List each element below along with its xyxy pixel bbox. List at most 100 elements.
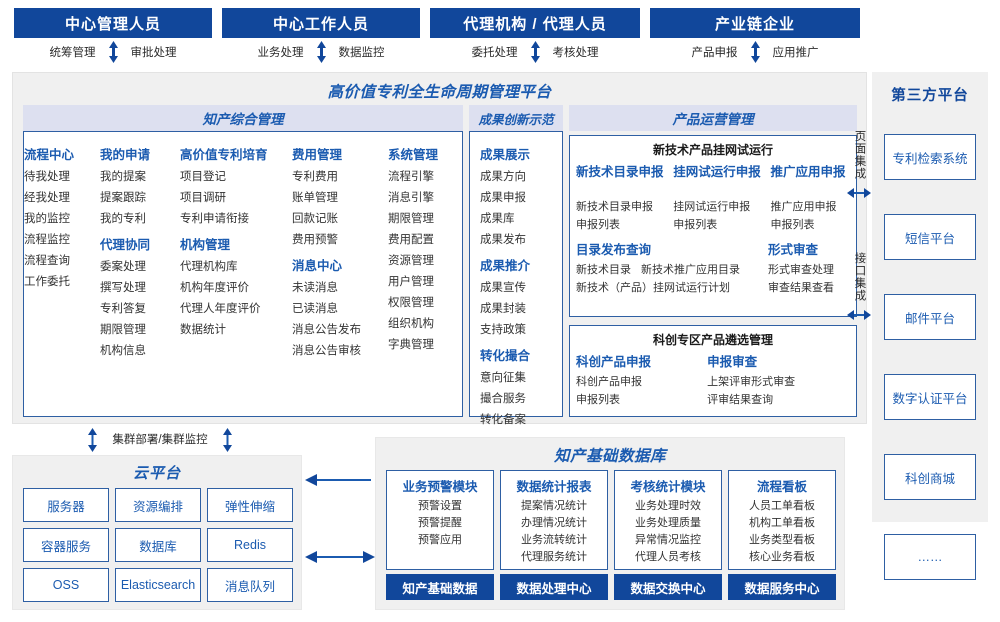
role-bar-0[interactable]: 中心管理人员 [14,8,212,38]
cloud-cell-8[interactable]: 消息队列 [207,568,293,602]
menu-item[interactable]: 我的监控 [24,213,70,225]
po-item[interactable]: 申报列表 [576,219,620,231]
third-party-item-5[interactable]: …… [884,534,976,580]
po-item[interactable]: 新技术推广应用目录 [641,264,740,276]
po-item[interactable]: 形式审查处理 [768,264,834,276]
cloud-cell-2[interactable]: 弹性伸缩 [207,488,293,522]
po-category[interactable]: 挂网试运行申报 [673,165,761,179]
cloud-cell-1[interactable]: 资源编排 [115,488,201,522]
menu-item[interactable]: 已读消息 [292,303,338,315]
menu-item[interactable]: 组织机构 [388,318,434,330]
cloud-cell-3[interactable]: 容器服务 [23,528,109,562]
po-item[interactable]: 科创产品申报 [576,376,642,388]
cloud-cell-6[interactable]: OSS [23,568,109,602]
menu-category[interactable]: 系统管理 [388,148,439,162]
database-module-item[interactable]: 代理服务统计 [521,551,587,563]
menu-item[interactable]: 项目调研 [180,192,226,204]
cloud-cell-7[interactable]: Elasticsearch [115,568,201,602]
menu-item[interactable]: 工作委托 [24,276,70,288]
po-item[interactable]: 评审结果查询 [707,394,774,406]
menu-category[interactable]: 成果推介 [480,259,531,273]
third-party-item-4[interactable]: 科创商城 [884,454,976,500]
menu-item[interactable]: 代理机构库 [180,261,238,273]
menu-item[interactable]: 回款记账 [292,213,338,225]
menu-item[interactable]: 经我处理 [24,192,70,204]
menu-item[interactable]: 数据统计 [180,324,226,336]
database-module-item[interactable]: 业务类型看板 [749,534,815,546]
menu-item[interactable]: 账单管理 [292,192,338,204]
po-item[interactable]: 上架评审形式审查 [707,376,796,388]
menu-item[interactable]: 用户管理 [388,276,434,288]
menu-item[interactable]: 意向征集 [480,372,526,384]
po-item[interactable]: 新技术（产品）挂网试运行计划 [576,282,730,294]
menu-item[interactable]: 消息引擎 [388,192,434,204]
menu-category[interactable]: 转化撮合 [480,349,531,363]
database-module-item[interactable]: 业务流转统计 [521,534,587,546]
menu-item[interactable]: 权限管理 [388,297,434,309]
role-bar-1[interactable]: 中心工作人员 [222,8,420,38]
po-item[interactable]: 新技术目录申报 [576,201,653,213]
po-item[interactable]: 挂网试运行申报 [673,201,751,213]
menu-item[interactable]: 费用预警 [292,234,338,246]
po-item[interactable]: 新技术目录 [576,264,631,276]
menu-item[interactable]: 机构年度评价 [180,282,249,294]
menu-category[interactable]: 代理协同 [100,238,151,252]
menu-item[interactable]: 专利费用 [292,171,338,183]
database-module-item[interactable]: 预警应用 [418,534,462,546]
menu-item[interactable]: 未读消息 [292,282,338,294]
third-party-item-2[interactable]: 邮件平台 [884,294,976,340]
database-module-item[interactable]: 办理情况统计 [521,517,587,529]
third-party-item-3[interactable]: 数字认证平台 [884,374,976,420]
database-footer-3[interactable]: 数据服务中心 [728,574,836,600]
database-module-item[interactable]: 核心业务看板 [749,551,815,563]
menu-item[interactable]: 成果宣传 [480,282,526,294]
menu-item[interactable]: 成果方向 [480,171,526,183]
po-item[interactable]: 申报列表 [673,219,718,231]
menu-item[interactable]: 机构信息 [100,345,146,357]
menu-item[interactable]: 期限管理 [100,324,146,336]
database-module-title[interactable]: 数据统计报表 [516,480,592,494]
third-party-item-0[interactable]: 专利检索系统 [884,134,976,180]
menu-item[interactable]: 资源管理 [388,255,434,267]
database-footer-1[interactable]: 数据处理中心 [500,574,608,600]
menu-item[interactable]: 撰写处理 [100,282,146,294]
menu-item[interactable]: 成果发布 [480,234,526,246]
database-module-item[interactable]: 机构工单看板 [749,517,815,529]
database-footer-0[interactable]: 知产基础数据 [386,574,494,600]
menu-item[interactable]: 费用配置 [388,234,434,246]
po-category[interactable]: 新技术目录申报 [576,165,664,179]
role-bar-3[interactable]: 产业链企业 [650,8,860,38]
menu-item[interactable]: 待我处理 [24,171,70,183]
menu-item[interactable]: 我的专利 [100,213,146,225]
menu-item[interactable]: 转化备案 [480,414,526,426]
menu-category[interactable]: 消息中心 [292,259,343,273]
cloud-cell-4[interactable]: 数据库 [115,528,201,562]
po-category[interactable]: 形式审查 [768,243,819,257]
menu-category[interactable]: 机构管理 [180,238,231,252]
menu-item[interactable]: 提案跟踪 [100,192,146,204]
database-module-item[interactable]: 预警设置 [418,500,462,512]
database-module-title[interactable]: 考核统计模块 [630,480,706,494]
po-item[interactable]: 申报列表 [770,219,815,231]
menu-category[interactable]: 成果展示 [480,148,531,162]
po-item[interactable]: 推广应用申报 [770,201,837,213]
menu-item[interactable]: 流程监控 [24,234,70,246]
po-category[interactable]: 推广应用申报 [770,165,846,179]
third-party-item-1[interactable]: 短信平台 [884,214,976,260]
database-module-item[interactable]: 预警提醒 [418,517,462,529]
menu-item[interactable]: 委案处理 [100,261,146,273]
menu-item[interactable]: 成果封装 [480,303,526,315]
database-module-item[interactable]: 提案情况统计 [521,500,587,512]
menu-item[interactable]: 撮合服务 [480,393,526,405]
database-module-item[interactable]: 人员工单看板 [749,500,815,512]
menu-item[interactable]: 专利答复 [100,303,146,315]
menu-item[interactable]: 成果申报 [480,192,526,204]
po-item[interactable]: 审查结果查看 [768,282,834,294]
menu-item[interactable]: 消息公告发布 [292,324,361,336]
database-module-item[interactable]: 代理人员考核 [635,551,701,563]
menu-item[interactable]: 字典管理 [388,339,434,351]
database-module-item[interactable]: 业务处理质量 [635,517,701,529]
menu-item[interactable]: 流程查询 [24,255,70,267]
po-category[interactable]: 目录发布查询 [576,243,652,257]
menu-item[interactable]: 支持政策 [480,324,526,336]
